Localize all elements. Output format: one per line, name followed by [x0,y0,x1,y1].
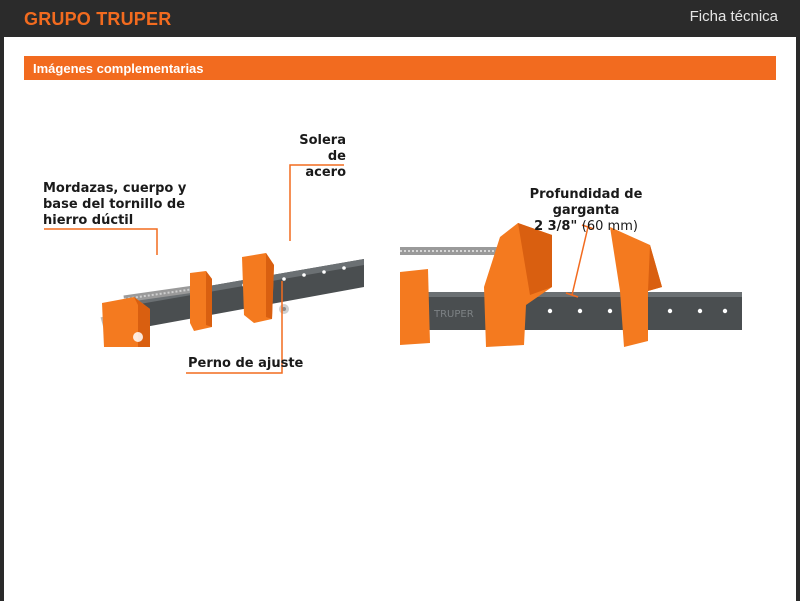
brand-logo: GRUPO TRUPER [24,9,172,29]
callout-jaws: Mordazas, cuerpo y base del tornillo de … [43,181,187,228]
callout-adjusting-pin: Perno de ajuste [188,356,304,371]
throat-dimension-line [565,224,595,298]
doc-type-title: Ficha técnica [689,8,778,25]
bar-clamp-figure [100,253,364,347]
section-header: Imágenes complementarias [24,56,776,80]
throat-closeup-figure: TRUPER [400,223,742,347]
callout-throat-depth: Profundidad de garganta 2 3/8" (60 mm) [506,187,666,235]
top-bar: GRUPO TRUPER Ficha técnica [0,0,800,37]
callout-lines-left [44,164,344,374]
document-page: Imágenes complementarias [4,37,796,601]
bar-stamp: TRUPER [433,309,474,320]
throat-depth-value: 2 3/8" (60 mm) [534,219,638,234]
callout-steel-bar: Solera de acero [299,133,346,180]
section-title: Imágenes complementarias [33,61,204,76]
